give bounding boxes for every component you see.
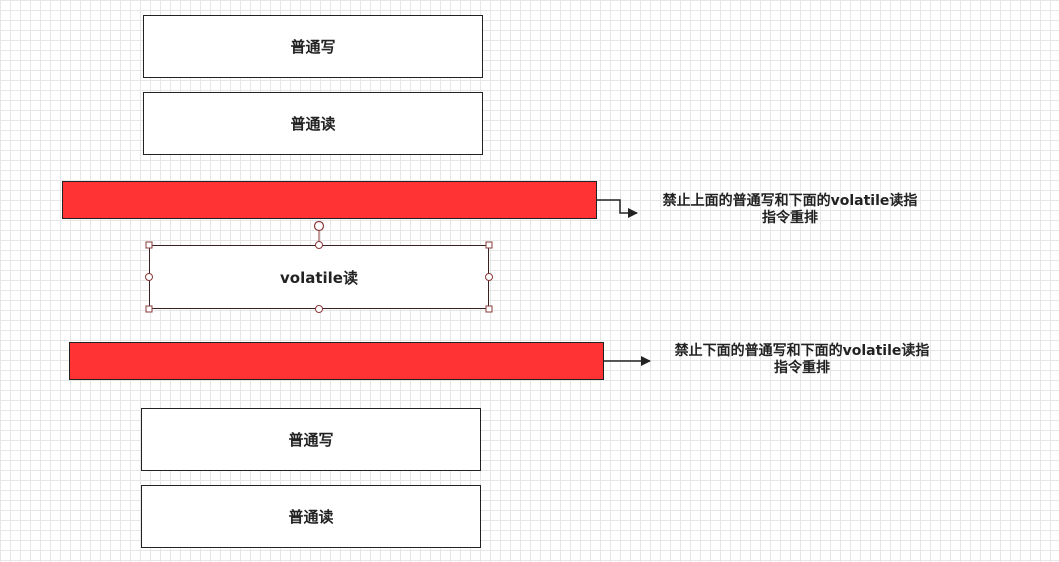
barrier-top-note-line2: 指令重排 xyxy=(762,210,818,226)
normal-write-box-bottom[interactable]: 普通写 xyxy=(141,408,481,471)
barrier-bottom-note-line1: 禁止下面的普通写和下面的volatile读指 xyxy=(674,343,930,359)
normal-read-label-bottom: 普通读 xyxy=(288,508,334,526)
normal-write-box-top[interactable]: 普通写 xyxy=(143,15,483,78)
normal-write-label-bottom: 普通写 xyxy=(288,431,334,449)
normal-write-label-top: 普通写 xyxy=(290,38,336,56)
volatile-read-box[interactable]: volatile读 xyxy=(149,245,489,309)
barrier-top-note-line1: 禁止上面的普通写和下面的volatile读指 xyxy=(662,193,918,209)
rotate-handle[interactable] xyxy=(313,220,325,232)
memory-barrier-top[interactable] xyxy=(62,181,597,219)
barrier-top-note: 禁止上面的普通写和下面的volatile读指 指令重排 xyxy=(640,193,940,227)
barrier-top-arrow[interactable] xyxy=(597,199,638,218)
normal-read-box-bottom[interactable]: 普通读 xyxy=(141,485,481,548)
memory-barrier-bottom[interactable] xyxy=(69,342,604,380)
barrier-bottom-note-line2: 指令重排 xyxy=(774,360,830,376)
barrier-bottom-note: 禁止下面的普通写和下面的volatile读指 指令重排 xyxy=(652,343,952,377)
normal-read-box-top[interactable]: 普通读 xyxy=(143,92,483,155)
normal-read-label-top: 普通读 xyxy=(290,115,336,133)
volatile-read-label: volatile读 xyxy=(280,268,358,287)
